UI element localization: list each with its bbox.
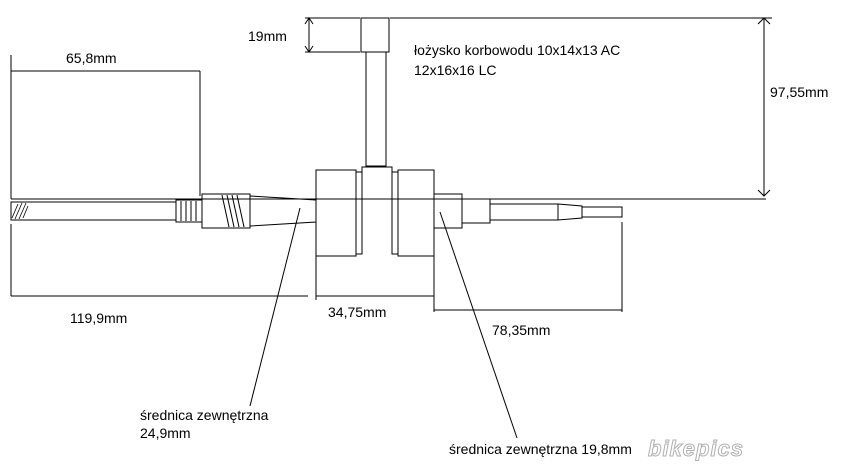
dim-65-label: 65,8mm xyxy=(66,50,117,66)
right-shaft-tip xyxy=(581,206,623,218)
small-end xyxy=(360,17,390,53)
spline-teeth xyxy=(180,201,197,221)
left-journal xyxy=(249,195,317,227)
crankpin xyxy=(361,166,393,200)
spline-section xyxy=(175,199,203,223)
connecting-rod xyxy=(365,51,387,167)
diameter-right-label: średnica zewnętrzna 19,8mm xyxy=(449,441,632,457)
bearing-label-line2: 12x16x16 LC xyxy=(414,62,497,78)
dim-97-arrow xyxy=(757,17,771,197)
web-inner-right xyxy=(391,171,399,255)
left-shaft xyxy=(10,201,178,221)
right-collar xyxy=(461,198,491,224)
right-shaft-taper xyxy=(557,203,583,221)
diameter-left-line2: 24,9mm xyxy=(140,425,191,441)
web-inner-left xyxy=(355,171,363,255)
left-crank-web xyxy=(397,169,435,257)
right-shaft xyxy=(489,203,559,221)
diameter-left-line1: średnica zewnętrzna xyxy=(140,407,269,423)
leader-right-diameter xyxy=(439,211,518,439)
dim-78-label: 78,35mm xyxy=(492,322,551,338)
left-shaft-knurl xyxy=(11,202,29,220)
dim-19-arrow xyxy=(304,17,314,53)
thread-lines xyxy=(221,194,245,228)
dim-19-label: 19mm xyxy=(248,28,287,44)
dim-34-label: 34,75mm xyxy=(328,304,387,320)
right-crank-web xyxy=(315,169,357,257)
dim-119-label: 119,9mm xyxy=(70,310,128,326)
bearing-label-line1: łożysko korbowodu 10x14x13 AC xyxy=(414,42,621,58)
bikepics-watermark: bikepics xyxy=(647,436,745,462)
leader-left-diameter xyxy=(249,207,301,407)
dim-97-label: 97,55mm xyxy=(770,84,829,100)
